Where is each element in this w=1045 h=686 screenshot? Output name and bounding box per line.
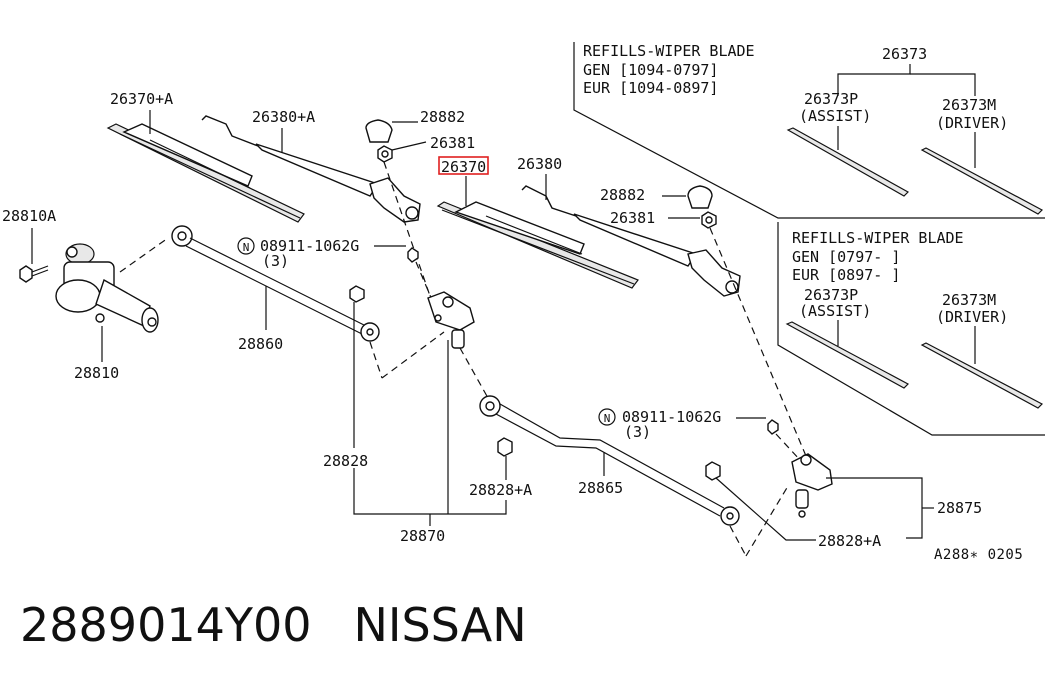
refill-box-upper-eur: EUR [1094-0897] xyxy=(583,79,718,97)
label-26373: 26373 xyxy=(882,45,927,63)
label-28860: 28860 xyxy=(238,335,283,353)
footer: 2889014Y00 NISSAN xyxy=(20,598,527,658)
label-26380: 26380 xyxy=(517,155,562,173)
label-28810a: 28810A xyxy=(2,207,56,225)
label-26373p-lower: 26373P xyxy=(804,286,858,304)
label-28870: 28870 xyxy=(400,527,445,545)
n-symbol-upper: N xyxy=(243,241,250,254)
link-rod-28860 xyxy=(171,225,380,342)
arm-cap-right xyxy=(687,185,713,209)
label-26373p-upper: 26373P xyxy=(804,90,858,108)
label-26380a: 26380+A xyxy=(252,108,315,126)
refill-strip-driver-upper xyxy=(920,147,1043,215)
pivot-right xyxy=(791,453,833,518)
wiper-blade-assist xyxy=(436,201,639,289)
label-nut-upper-qty: (3) xyxy=(262,252,289,270)
wiper-arm-driver xyxy=(201,115,421,223)
label-nut-lower-qty: (3) xyxy=(624,423,651,441)
brand-name: NISSAN xyxy=(353,598,527,652)
refill-strip-driver-lower xyxy=(920,342,1044,409)
n-symbol-lower: N xyxy=(604,412,611,425)
refill-strip-assist-lower xyxy=(785,321,909,389)
highlight-box-26370 xyxy=(438,156,489,175)
reference-code: A288∗ 0205 xyxy=(934,547,1023,563)
arm-nut-left xyxy=(377,145,393,163)
nut-callout-lower: N 08911-1062G (3) xyxy=(598,408,779,441)
refill-box-lower-title: REFILLS-WIPER BLADE xyxy=(792,229,964,247)
label-nut-upper: 08911-1062G xyxy=(260,237,359,255)
label-26373m-upper-sub: (DRIVER) xyxy=(936,114,1008,132)
label-28828: 28828 xyxy=(323,452,368,470)
part-number: 2889014Y00 xyxy=(20,598,312,652)
pivot-left xyxy=(427,291,475,349)
label-28865: 28865 xyxy=(578,479,623,497)
label-26373p-upper-sub: (ASSIST) xyxy=(799,107,871,125)
label-28828a-center: 28828+A xyxy=(469,481,532,499)
label-26381-left: 26381 xyxy=(430,134,475,152)
label-26373m-upper: 26373M xyxy=(942,96,996,114)
arm-cap-left xyxy=(365,119,393,143)
label-28810: 28810 xyxy=(74,364,119,382)
label-26373p-lower-sub: (ASSIST) xyxy=(799,302,871,320)
refill-box-upper: REFILLS-WIPER BLADE GEN [1094-0797] EUR … xyxy=(573,42,1045,219)
arm-nut-right xyxy=(701,211,717,229)
refill-box-lower: REFILLS-WIPER BLADE GEN [0797- ] EUR [08… xyxy=(777,222,1045,436)
refill-box-lower-eur: EUR [0897- ] xyxy=(792,266,900,284)
refill-box-upper-title: REFILLS-WIPER BLADE xyxy=(583,42,755,60)
grommet-28828a-center xyxy=(497,437,513,457)
grommet-28828a-right xyxy=(705,461,721,481)
grommet-28828 xyxy=(349,285,365,303)
label-26370: 26370 xyxy=(441,158,486,176)
label-28882-right: 28882 xyxy=(600,186,645,204)
label-26373m-lower: 26373M xyxy=(942,291,996,309)
label-26373m-lower-sub: (DRIVER) xyxy=(936,308,1008,326)
refill-strip-assist-upper xyxy=(786,127,909,197)
link-rod-28865 xyxy=(479,395,740,526)
wiper-blade-driver xyxy=(106,123,305,223)
label-28875: 28875 xyxy=(937,499,982,517)
label-nut-lower: 08911-1062G xyxy=(622,408,721,426)
label-28828a-right: 28828+A xyxy=(818,532,881,550)
nut-callout-upper: N 08911-1062G (3) xyxy=(237,237,419,270)
motor-bolt xyxy=(19,265,49,283)
label-26381-right: 26381 xyxy=(610,209,655,227)
refill-box-lower-gen: GEN [0797- ] xyxy=(792,248,900,266)
label-26370a: 26370+A xyxy=(110,90,173,108)
label-28882-left: 28882 xyxy=(420,108,465,126)
wiper-motor xyxy=(55,243,159,333)
refill-box-upper-gen: GEN [1094-0797] xyxy=(583,61,718,79)
